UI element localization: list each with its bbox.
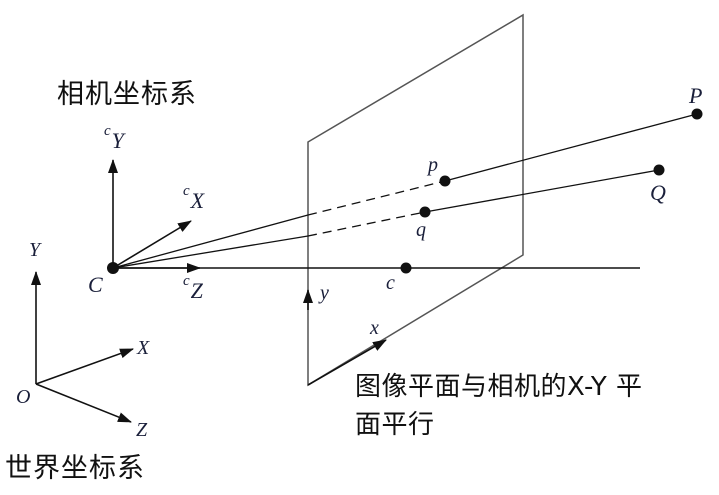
point-P xyxy=(691,108,703,120)
image-x-label: x xyxy=(370,317,379,339)
world-x-axis xyxy=(35,348,134,385)
world-z-label: Z xyxy=(136,419,148,441)
camera-y-label: cY xyxy=(104,123,124,153)
ray-cp-solid xyxy=(112,214,309,269)
ray-cp-dashed xyxy=(307,180,446,216)
camera-x-label: cX xyxy=(183,183,205,213)
ray-cq-dashed xyxy=(307,211,426,237)
ray-pP xyxy=(444,113,698,182)
world-z-axis xyxy=(35,383,132,423)
world-origin-label: O xyxy=(16,386,31,408)
caption-line-1: 图像平面与相机的X-Y 平 xyxy=(355,372,643,402)
point-p xyxy=(439,175,451,187)
point-q xyxy=(419,206,431,218)
camera-x-axis xyxy=(112,220,192,269)
point-q-label: q xyxy=(416,219,426,241)
caption-line-2: 面平行 xyxy=(355,410,435,440)
caption: 图像平面与相机的X-Y 平 面平行 xyxy=(355,368,642,444)
ray-cq-solid xyxy=(112,235,309,269)
camera-frame-title: 相机坐标系 xyxy=(57,79,197,110)
camera-center-label: C xyxy=(88,272,103,297)
principal-point-c xyxy=(400,262,412,274)
camera-center-point xyxy=(107,262,119,274)
point-p-label: p xyxy=(428,154,438,176)
camera-z-label: cZ xyxy=(183,273,203,303)
world-x-label: X xyxy=(137,337,150,359)
image-y-label: y xyxy=(320,282,329,304)
point-Q xyxy=(653,164,665,176)
point-Q-label: Q xyxy=(650,180,666,205)
image-x-axis xyxy=(307,339,387,386)
world-y-label: Y xyxy=(29,239,41,261)
principal-point-label: c xyxy=(386,272,395,294)
world-frame-title: 世界坐标系 xyxy=(5,453,145,484)
point-P-label: P xyxy=(689,83,703,108)
ray-qQ xyxy=(424,169,660,213)
